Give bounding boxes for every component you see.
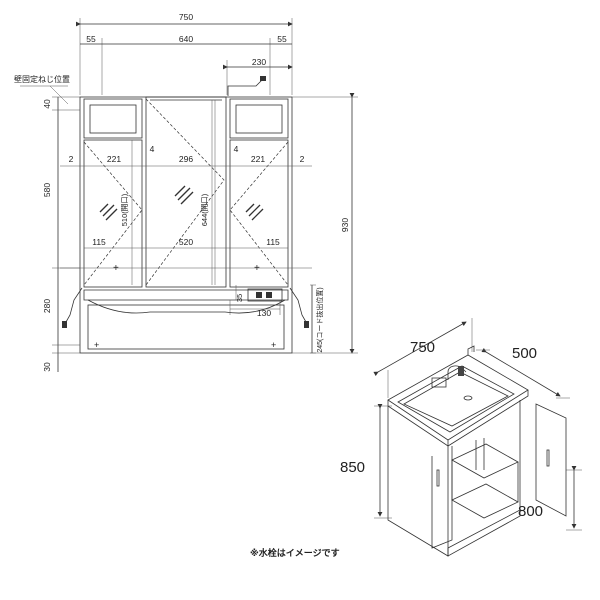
iso-dim-counter-height: 800 <box>518 503 543 520</box>
front-view: + + + + <box>20 18 358 372</box>
dim-screw-center: 520 <box>179 237 193 247</box>
wall-screw-label: 壁固定ねじ位置 <box>14 74 70 84</box>
dim-screw-right: 115 <box>266 237 280 247</box>
dim-screw-left: 115 <box>92 237 106 247</box>
iso-dim-height: 850 <box>340 459 365 476</box>
dim-gap-right: 2 <box>300 154 305 164</box>
svg-text:+: + <box>254 263 260 274</box>
dim-mirror-height: 580 <box>42 183 52 197</box>
dim-center-mirror: 296 <box>179 154 193 164</box>
isometric-view <box>373 318 582 557</box>
dim-side-mirror-height: 510(開口) <box>120 193 129 226</box>
dim-total-height: 930 <box>340 218 350 232</box>
dim-bottom-gap: 30 <box>42 362 52 372</box>
dim-side-left: 55 <box>86 34 96 44</box>
svg-text:+: + <box>94 340 99 350</box>
dim-center-mirror-height: 644(開口) <box>200 193 209 226</box>
dim-cord-height: 245(コード抜出位置) <box>315 287 324 352</box>
faucet-note: ※水栓はイメージです <box>250 547 340 558</box>
dim-divider-right: 4 <box>234 144 239 154</box>
dim-center-width: 640 <box>179 34 193 44</box>
iso-dim-depth: 500 <box>512 345 537 362</box>
dim-side-mirror-right: 221 <box>251 154 265 164</box>
dim-outlet-width: 130 <box>257 308 271 318</box>
iso-dim-width: 750 <box>410 339 435 356</box>
svg-text:+: + <box>113 263 119 274</box>
dim-outlet-small: 35 <box>235 294 244 302</box>
dim-cord-offset: 230 <box>252 57 266 67</box>
dim-side-right: 55 <box>277 34 287 44</box>
dim-lower-height: 280 <box>42 299 52 313</box>
dim-top-gap: 40 <box>42 99 52 109</box>
dim-total-width: 750 <box>179 12 193 22</box>
dim-gap-left: 2 <box>69 154 74 164</box>
dim-side-mirror-left: 221 <box>107 154 121 164</box>
dim-divider-left: 4 <box>150 144 155 154</box>
svg-text:+: + <box>271 340 276 350</box>
